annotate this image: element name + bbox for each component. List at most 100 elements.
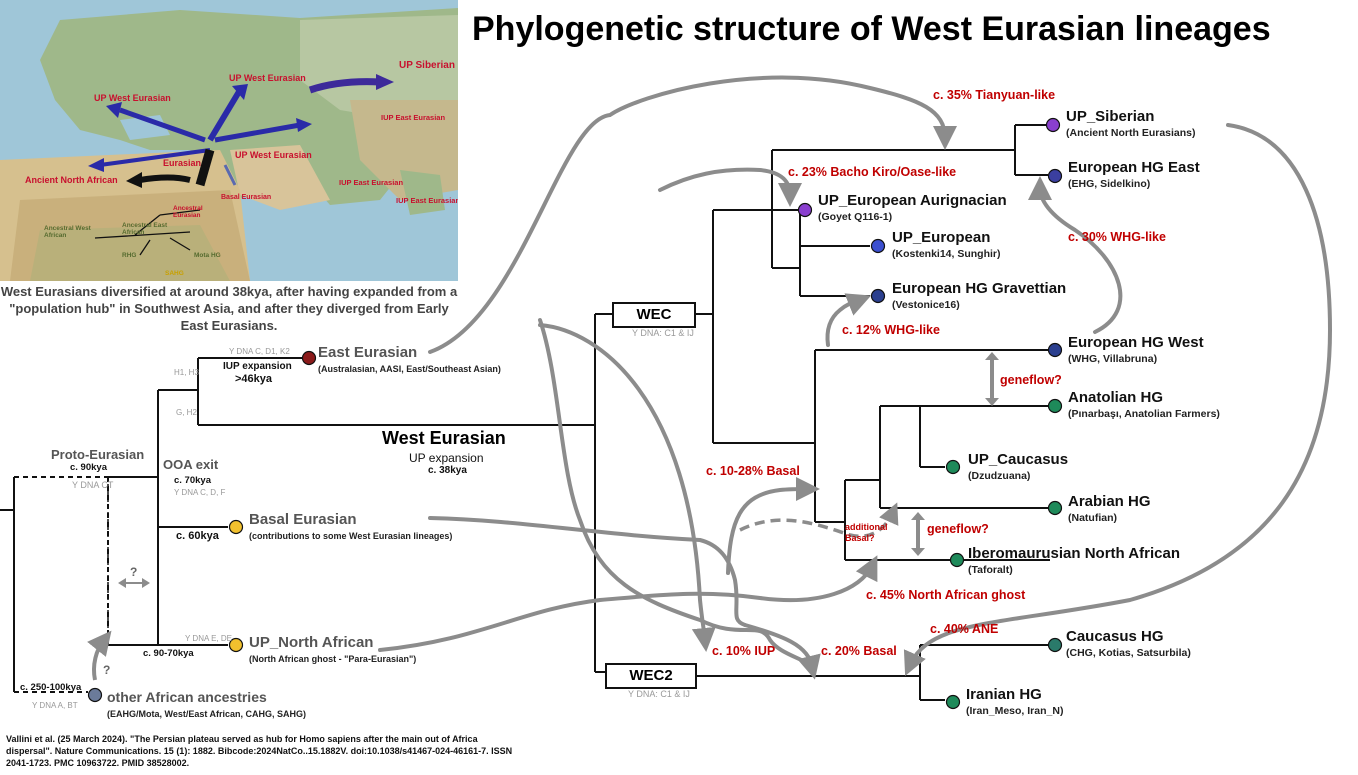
map-label-rhg: RHG	[122, 252, 137, 259]
admix-tianyuan: c. 35% Tianyuan-like	[933, 88, 1056, 102]
leaf-up-north-african-name: UP_North African	[249, 634, 374, 651]
map-label-mota-hg: Mota HG	[194, 252, 221, 259]
dot-european-hg-gravettian	[870, 288, 886, 304]
map-label-basal-eurasian: Basal Eurasian	[221, 194, 272, 201]
node-african-date: c. 250-100kya	[20, 682, 82, 693]
map-label-up-west-eurasian-east: UP West Eurasian	[235, 150, 312, 160]
dot-basal-eurasian	[228, 519, 244, 535]
leaf-caucasus-hg-name: Caucasus HG	[1066, 628, 1164, 645]
map-label-up-siberian: UP Siberian	[399, 60, 455, 71]
leaf-anatolian-hg-name: Anatolian HG	[1068, 389, 1164, 406]
node-ooa-exit: OOA exit	[163, 457, 219, 472]
admix-basal-10-28: c. 10-28% Basal	[706, 464, 800, 478]
wec-box: WEC	[612, 302, 696, 328]
node-proto-eurasian: Proto-Eurasian	[51, 447, 145, 462]
leaf-east-eurasian-sub: (Australasian, AASI, East/Southeast Asia…	[318, 364, 501, 374]
leaf-up-caucasus-name: UP_Caucasus	[968, 451, 1069, 468]
map-label-up-west-eurasian-north: UP West Eurasian	[229, 73, 306, 83]
dot-up-european-aurignacian	[797, 202, 813, 218]
dot-other-african	[87, 687, 103, 703]
dot-iberomaurusian	[949, 552, 965, 568]
leaf-european-hg-gravettian-sub: (Vestonice16)	[892, 299, 960, 311]
leaf-up-european-name: UP_European	[892, 229, 991, 246]
node-up-expansion: UP expansion	[409, 451, 484, 465]
node-iup-date: >46kya	[235, 373, 273, 385]
leaf-iranian-hg-sub: (Iran_Meso, Iran_N)	[966, 705, 1064, 717]
leaf-other-african-sub: (EAHG/Mota, West/East African, CAHG, SAH…	[107, 709, 307, 719]
leaf-european-hg-west-sub: (WHG, Villabruna)	[1068, 353, 1158, 365]
node-proto-eurasian-date: c. 90kya	[70, 462, 107, 473]
leaf-european-hg-east-name: European HG East	[1068, 159, 1200, 176]
leaf-basal-eurasian-name: Basal Eurasian	[249, 511, 357, 528]
node-west-eurasian: West Eurasian	[382, 428, 506, 448]
leaf-anatolian-hg-sub: (Pınarbaşı, Anatolian Farmers)	[1068, 408, 1220, 420]
leaf-caucasus-hg-sub: (CHG, Kotias, Satsurbila)	[1066, 647, 1191, 659]
leaf-iberomaurusian-sub: (Taforalt)	[968, 564, 1013, 576]
citation: Vallini et al. (25 March 2024). "The Per…	[6, 734, 513, 768]
map-label-iup-east-eurasian-1: IUP East Eurasian	[381, 113, 446, 122]
dot-arabian-hg	[1047, 500, 1063, 516]
dot-european-hg-west	[1047, 342, 1063, 358]
leaf-arabian-hg-name: Arabian HG	[1068, 493, 1151, 510]
dot-up-european	[870, 238, 886, 254]
admix-ane-40: c. 40% ANE	[930, 622, 999, 636]
map-graphic	[0, 0, 458, 281]
node-basal-date: c. 60kya	[176, 530, 219, 542]
admix-geneflow-1: geneflow?	[1000, 373, 1062, 387]
map-label-iup-east-eurasian-3: IUP East Eurasian	[396, 196, 458, 205]
dot-caucasus-hg	[1047, 637, 1063, 653]
admix-bacho-kiro: c. 23% Bacho Kiro/Oase-like	[788, 165, 957, 179]
dot-up-siberian	[1045, 117, 1061, 133]
leaf-up-siberian-name: UP_Siberian	[1066, 108, 1155, 125]
dot-anatolian-hg	[1047, 398, 1063, 414]
map-label-ancestral-eurasian: Ancestral Eurasian	[173, 205, 203, 219]
dot-up-caucasus	[945, 459, 961, 475]
leaf-up-european-aurignacian-name: UP_European Aurignacian	[818, 192, 1007, 209]
map-label-iup-east-eurasian-2: IUP East Eurasian	[339, 178, 404, 187]
leaf-iranian-hg-name: Iranian HG	[966, 686, 1042, 703]
node-iup-expansion: IUP expansion	[223, 361, 292, 372]
migration-map: UP Siberian UP West Eurasian UP West Eur…	[0, 0, 458, 281]
leaf-european-hg-east-sub: (EHG, Sidelkino)	[1068, 178, 1151, 190]
leaf-european-hg-west-name: European HG West	[1068, 334, 1204, 351]
wec-ydna: Y DNA: C1 & IJ	[632, 328, 694, 338]
map-caption: West Eurasians diversified at around 38k…	[0, 284, 458, 333]
map-label-up-west-eurasian-west: UP West Eurasian	[94, 93, 171, 103]
node-una-ydna: Y DNA E, DE	[185, 634, 232, 643]
wec2-box: WEC2	[605, 663, 697, 689]
node-g-h2: G, H2	[176, 408, 197, 417]
node-ydna-c-d1-k2: Y DNA C, D1, K2	[229, 347, 290, 356]
map-label-ancestral-west-african: Ancestral West African	[44, 225, 91, 239]
dot-up-north-african	[228, 637, 244, 653]
admix-whg-12: c. 12% WHG-like	[842, 323, 940, 337]
leaf-other-african-name: other African ancestries	[107, 689, 267, 705]
page-title: Phylogenetic structure of West Eurasian …	[472, 10, 1271, 48]
node-proto-eurasian-ydna: Y DNA CT	[72, 480, 114, 490]
leaf-basal-eurasian-sub: (contributions to some West Eurasian lin…	[249, 531, 453, 541]
map-label-eurasian: Eurasian	[163, 158, 202, 168]
leaf-east-eurasian-name: East Eurasian	[318, 344, 418, 361]
node-question-1: ?	[130, 565, 138, 579]
admix-iup-10: c. 10% IUP	[712, 644, 776, 658]
node-ooa-ydna: Y DNA C, D, F	[174, 488, 226, 497]
leaf-iberomaurusian-name: Iberomaurusian North African	[968, 545, 1180, 562]
admix-whg-30: c. 30% WHG-like	[1068, 230, 1166, 244]
leaf-up-north-african-sub: (North African ghost - "Para-Eurasian")	[249, 654, 417, 664]
leaf-up-european-aurignacian-sub: (Goyet Q116-1)	[818, 211, 893, 223]
admix-basal-20: c. 20% Basal	[821, 644, 897, 658]
admix-north-african-ghost: c. 45% North African ghost	[866, 588, 1026, 602]
leaf-arabian-hg-sub: (Natufian)	[1068, 512, 1117, 524]
node-una-date: c. 90-70kya	[143, 648, 194, 659]
dot-european-hg-east	[1047, 168, 1063, 184]
map-label-sahg: SAHG	[165, 270, 184, 277]
leaf-up-caucasus-sub: (Dzudzuana)	[968, 470, 1031, 482]
dot-east-eurasian	[301, 350, 317, 366]
admix-additional-basal: additional Basal?	[845, 522, 888, 543]
node-african-ydna: Y DNA A, BT	[32, 701, 78, 710]
dot-iranian-hg	[945, 694, 961, 710]
wec2-ydna: Y DNA: C1 & IJ	[628, 689, 690, 699]
map-label-ancient-north-african: Ancient North African	[25, 175, 118, 185]
leaf-up-european-sub: (Kostenki14, Sunghir)	[892, 248, 1001, 260]
